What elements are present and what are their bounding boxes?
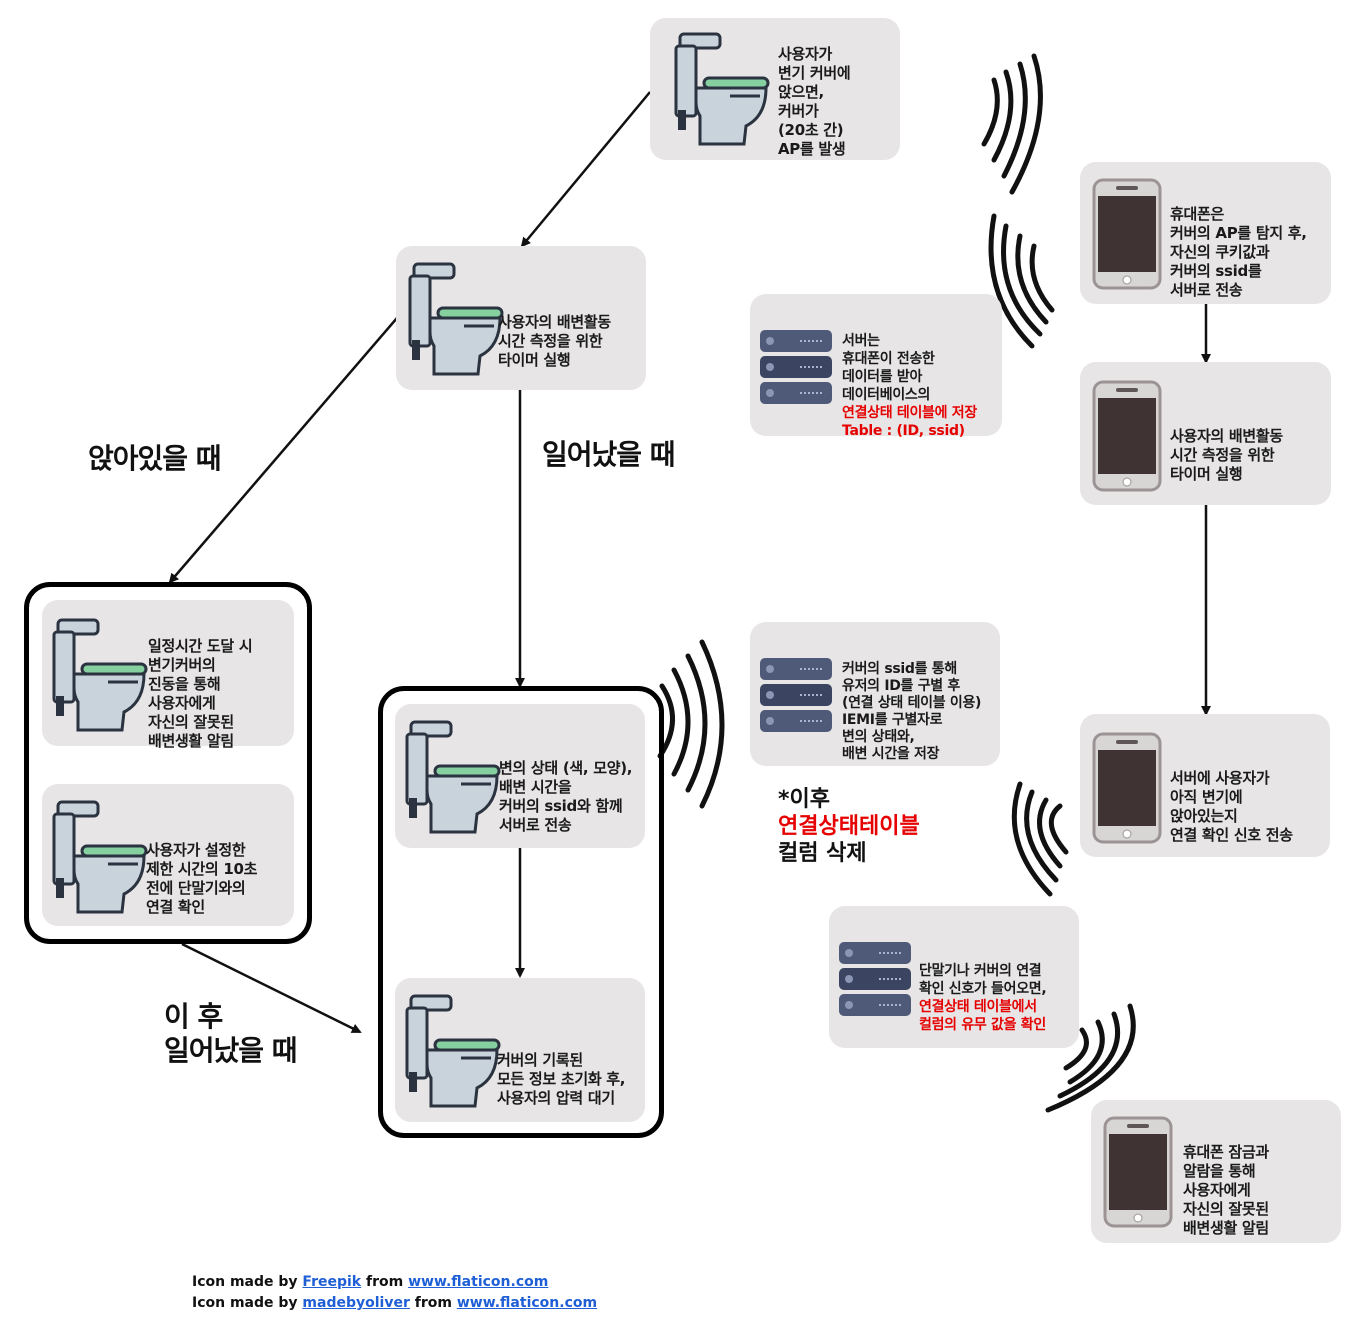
arrow-cover-to-timer [520,91,651,248]
toilet-icon [408,262,504,376]
label-sitting: 앉아있을 때 [88,442,222,475]
arrow-sitting-to-standing [181,942,362,1034]
wifi-icon [1045,1003,1136,1113]
smartphone-icon [1103,1116,1173,1228]
credit-site-link[interactable]: www.flaticon.com [456,1295,598,1311]
toilet-icon [674,32,770,146]
toilet-icon [52,618,148,732]
smartphone-icon [1092,178,1162,290]
group-sitting [24,582,312,944]
credit-line: Icon made by madebyoliver from www.flati… [192,1295,598,1311]
wifi-icon [657,639,725,809]
credit-author-link[interactable]: madebyoliver [302,1295,410,1311]
toilet-icon [405,720,501,834]
credit-author-link[interactable]: Freepik [302,1274,362,1290]
server-rack-icon [760,658,832,732]
server-rack-icon [760,330,832,404]
smartphone-icon [1092,380,1162,492]
credit-site-link[interactable]: www.flaticon.com [408,1274,549,1290]
toilet-icon [52,800,148,914]
smartphone-icon [1092,732,1162,844]
group-standing [378,686,664,1138]
label-standing: 일어났을 때 [542,438,676,471]
label-after-standing: 이 후 일어났을 때 [164,1000,298,1067]
toilet-icon [405,994,501,1108]
server-rack-icon [839,942,911,1016]
credit-line: Icon made by Freepik from www.flaticon.c… [192,1274,549,1290]
wifi-icon [981,53,1043,195]
wifi-icon [988,213,1055,349]
wifi-icon [1011,781,1069,897]
arrow-timer-to-sitting [168,317,398,584]
